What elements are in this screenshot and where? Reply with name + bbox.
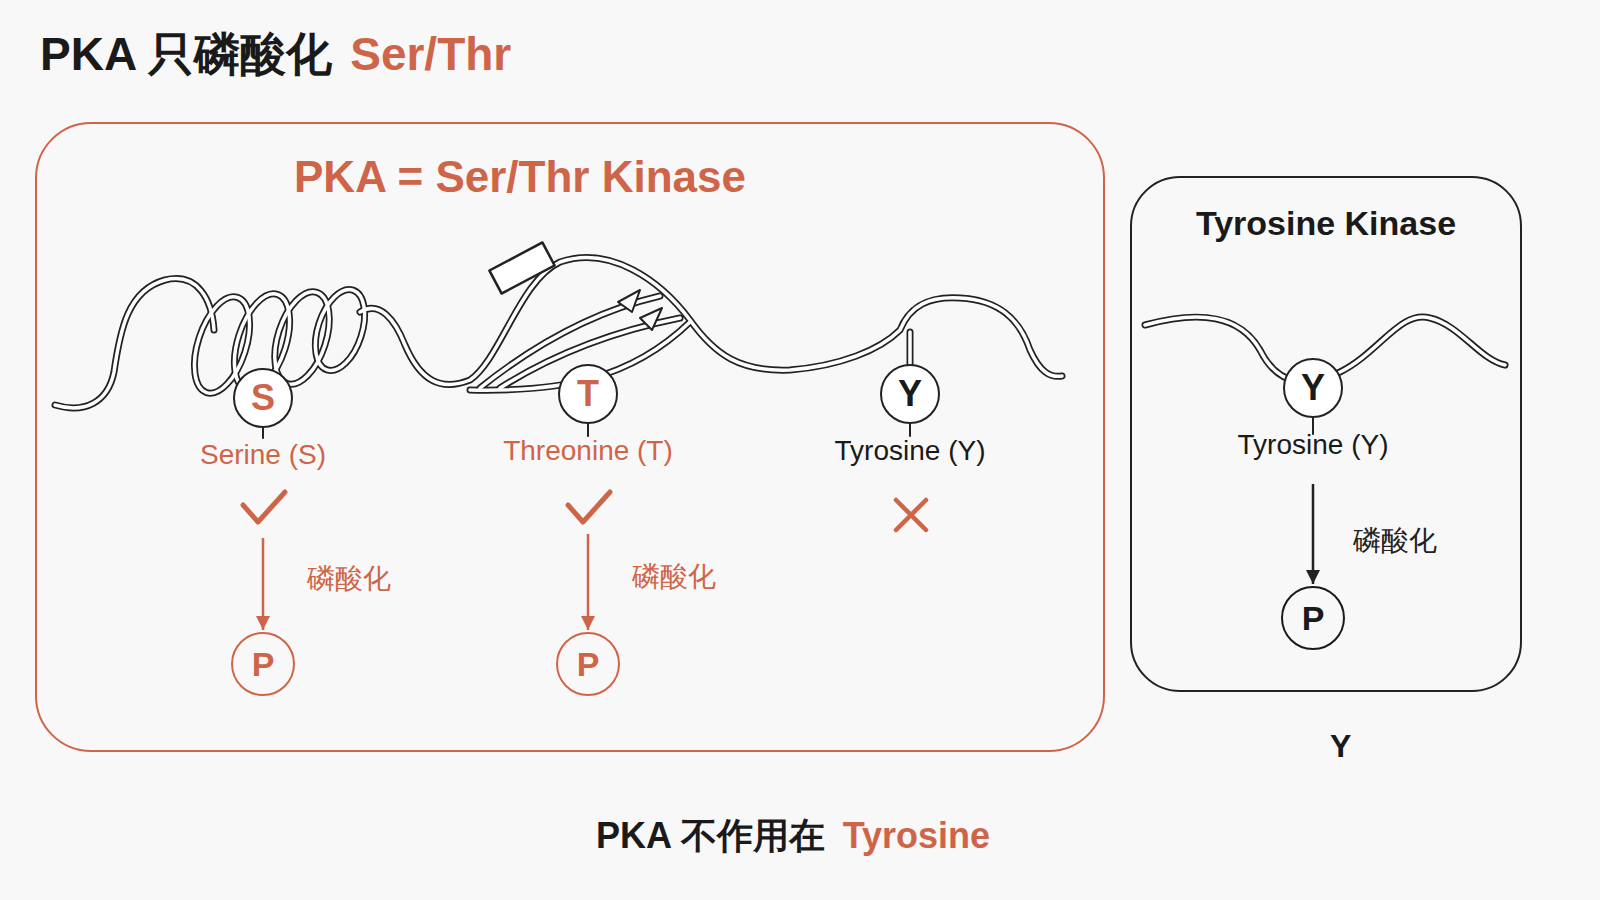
phosphate-letter: P [577, 645, 600, 684]
residue-circle: Y [1283, 358, 1343, 418]
phosphorylation-arrow [262, 538, 265, 630]
panel-heading: PKA = Ser/Thr Kinase [0, 152, 1053, 202]
residue-node: S Serine (S) [153, 368, 373, 534]
caption-row: PKA 不作用在 Tyrosine [596, 812, 990, 861]
title-text: PKA 只磷酸化 [40, 28, 332, 80]
note-text: Y [1330, 728, 1351, 764]
residue-letter: Y [1301, 367, 1325, 409]
residue-name: Tyrosine (Y) [800, 434, 1020, 468]
caption-text: PKA 不作用在 [596, 815, 825, 856]
residue-node: Y Tyrosine (Y) [1203, 358, 1423, 480]
tyrosine-kinase-panel: Tyrosine KinaseY Tyrosine (Y) P [1130, 176, 1522, 692]
note-label: Y [1330, 728, 1351, 765]
phosphate-letter: P [1302, 599, 1325, 638]
caption-highlight: Tyrosine [843, 815, 990, 856]
phosphorylation-arrow [587, 534, 590, 630]
phosphate-letter: P [252, 645, 275, 684]
residue-letter: S [251, 377, 275, 419]
residue-name: Tyrosine (Y) [1203, 428, 1423, 462]
edge-label: 磷酸化 [305, 562, 393, 596]
residue-name: Threonine (T) [478, 434, 698, 468]
residue-node: T Threonine (T) [478, 364, 698, 530]
residue-circle: Y [880, 364, 940, 424]
phosphate-circle: P [231, 632, 295, 696]
residue-circle: S [233, 368, 293, 428]
phosphate-circle: P [1281, 586, 1345, 650]
residue-letter: Y [898, 373, 922, 415]
edge-label: 磷酸化 [1351, 524, 1439, 558]
title-row: PKA 只磷酸化 Ser/Thr [40, 24, 511, 86]
residue-name: Serine (S) [153, 438, 373, 472]
residue-circle: T [558, 364, 618, 424]
title-highlight: Ser/Thr [350, 28, 511, 80]
phosphorylation-arrow [1312, 484, 1315, 584]
residue-node: Y Tyrosine (Y) [800, 364, 1020, 478]
kinase-panel: PKA = Ser/Thr KinaseSSerine (S)PTThreoni… [35, 122, 1105, 752]
panel-heading: Tyrosine Kinase [1132, 204, 1520, 243]
residue-letter: T [577, 373, 599, 415]
phosphate-circle: P [556, 632, 620, 696]
edge-label: 磷酸化 [630, 560, 718, 594]
